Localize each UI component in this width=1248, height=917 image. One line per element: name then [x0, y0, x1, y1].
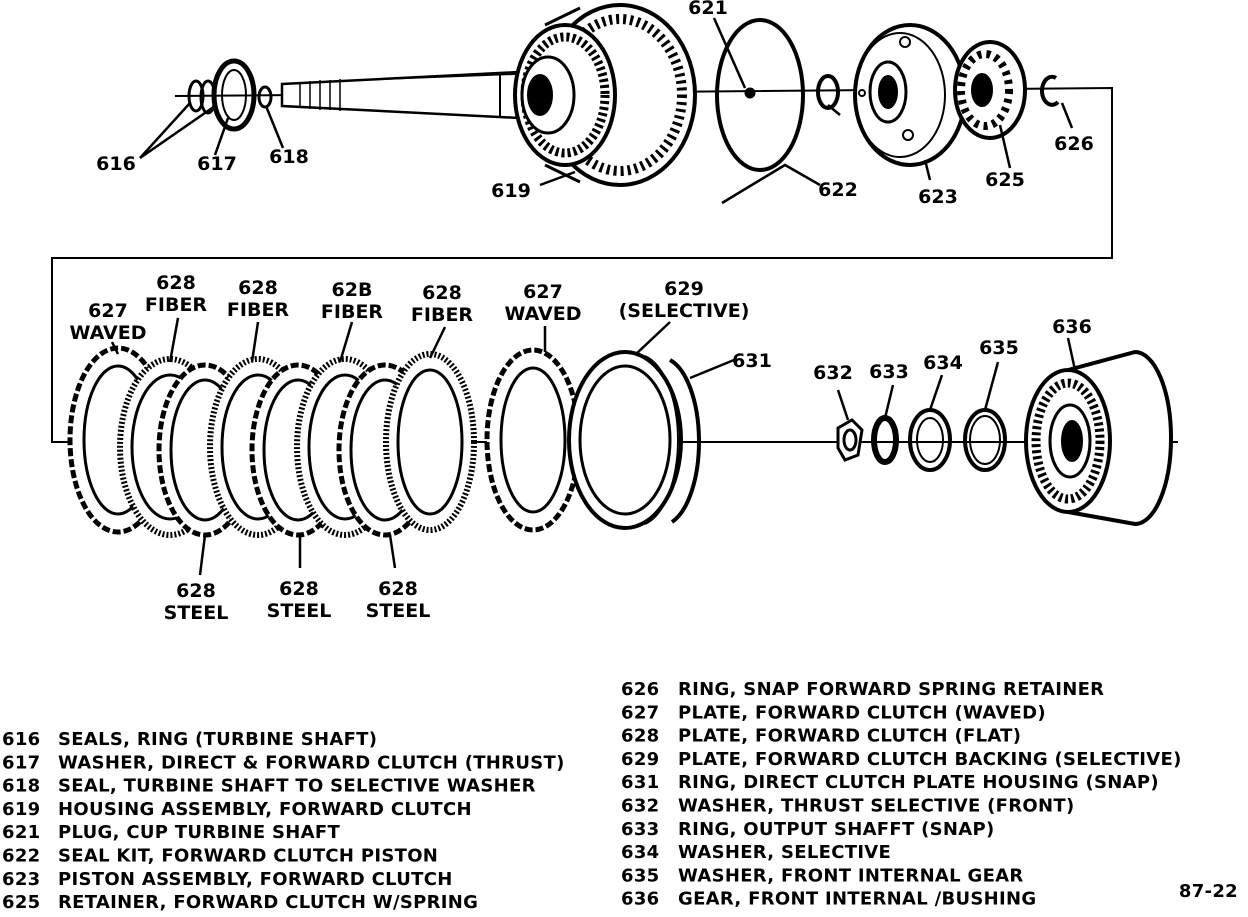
legend-number: 635 — [621, 865, 659, 886]
callout-636: 636 — [1052, 316, 1092, 338]
legend-description: SEAL, TURBINE SHAFT TO SELECTIVE WASHER — [58, 776, 536, 797]
legend-number: 629 — [621, 749, 659, 770]
callout-631: 631 — [732, 350, 772, 372]
callout-628-steel-3: 628 — [378, 578, 418, 600]
callout-628-steel-1-sub: STEEL — [164, 602, 229, 624]
callout-632: 632 — [813, 362, 853, 384]
callout-619: 619 — [491, 180, 531, 202]
callout-628-a-sub: FIBER — [145, 294, 208, 316]
legend-number: 616 — [2, 729, 40, 750]
legend-description: WASHER, FRONT INTERNAL GEAR — [678, 865, 1024, 886]
callout-628-b: 628 — [238, 277, 278, 299]
callout-628-a: 628 — [156, 272, 196, 294]
callout-623: 623 — [918, 186, 958, 208]
callout-625: 625 — [985, 169, 1025, 191]
legend-description: RING, SNAP FORWARD SPRING RETAINER — [678, 679, 1104, 700]
spring-retainer-625 — [953, 40, 1027, 140]
cup-plug-621 — [744, 87, 756, 99]
legend-description: WASHER, THRUST SELECTIVE (FRONT) — [678, 796, 1075, 817]
callout-617: 617 — [197, 153, 237, 175]
legend-number: 633 — [621, 819, 659, 840]
leader-lines-top — [139, 17, 1074, 205]
legend-number: 617 — [2, 752, 40, 773]
legend-description: PISTON ASSEMBLY, FORWARD CLUTCH — [58, 869, 453, 890]
callout-618: 618 — [269, 146, 309, 168]
legend-description: PLATE, FORWARD CLUTCH (WAVED) — [678, 702, 1046, 723]
legend-description: WASHER, SELECTIVE — [678, 842, 891, 863]
callout-616: 616 — [96, 153, 136, 175]
legend-description: GEAR, FRONT INTERNAL /BUSHING — [678, 889, 1036, 910]
callout-628-c-sub: FIBER — [321, 301, 384, 323]
legend-description: PLATE, FORWARD CLUTCH BACKING (SELECTIVE… — [678, 749, 1182, 770]
plate-627-waved-b — [484, 347, 582, 533]
seal-ring-622 — [715, 18, 805, 172]
legend-description: WASHER, DIRECT & FORWARD CLUTCH (THRUST) — [58, 752, 565, 773]
turbine-shaft — [280, 70, 522, 120]
leader-lines-bottom — [110, 317, 1077, 576]
legend-description: RING, DIRECT CLUTCH PLATE HOUSING (SNAP) — [678, 772, 1159, 793]
washer-635 — [963, 408, 1007, 472]
legend-number: 622 — [2, 846, 40, 867]
callout-635: 635 — [979, 337, 1019, 359]
legend-description: HOUSING ASSEMBLY, FORWARD CLUTCH — [58, 799, 472, 820]
seal-618 — [257, 85, 273, 109]
callout-628-d-sub: FIBER — [411, 304, 474, 326]
legend-right: 626 RING, SNAP FORWARD SPRING RETAINER 627… — [621, 679, 1182, 910]
callout-628-steel-1: 628 — [176, 580, 216, 602]
legend-number: 618 — [2, 776, 40, 797]
legend-number: 627 — [621, 702, 659, 723]
legend-number: 619 — [2, 799, 40, 820]
legend-left: 616 SEALS, RING (TURBINE SHAFT) 617 WASHER,… — [2, 729, 565, 913]
legend-number: 631 — [621, 772, 659, 793]
snap-ring-626 — [1039, 74, 1060, 107]
legend-description: RING, OUTPUT SHAFFT (SNAP) — [678, 819, 995, 840]
callout-627-b-sub: WAVED — [505, 303, 582, 325]
legend-number: 634 — [621, 842, 659, 863]
legend-description: SEAL KIT, FORWARD CLUTCH PISTON — [58, 846, 438, 867]
plate-628-fiber-d — [383, 351, 477, 533]
legend-number: 625 — [2, 892, 40, 912]
housing-619 — [513, 3, 697, 187]
thrust-washer-632 — [836, 418, 864, 462]
seal-622-small — [816, 74, 840, 110]
thrust-washer-617 — [211, 58, 257, 132]
figure-code: 87-22 — [1179, 881, 1238, 902]
legend-number: 623 — [2, 869, 40, 890]
callout-627-a: 627 — [88, 300, 128, 322]
legend-description: RETAINER, FORWARD CLUTCH W/SPRING — [58, 892, 478, 912]
callout-628-steel-2: 628 — [279, 578, 319, 600]
legend-number: 626 — [621, 679, 659, 700]
callout-627-b: 627 — [523, 281, 563, 303]
snap-ring-631 — [644, 355, 701, 525]
callout-633: 633 — [869, 361, 909, 383]
callout-628-steel-2-sub: STEEL — [267, 600, 332, 622]
callout-628-c: 62B — [332, 279, 373, 301]
legend-description: PLUG, CUP TURBINE SHAFT — [58, 822, 340, 843]
callout-629: 629 — [664, 278, 704, 300]
piston-623 — [853, 23, 967, 167]
legend-number: 632 — [621, 796, 659, 817]
legend-description: PLATE, FORWARD CLUTCH (FLAT) — [678, 726, 1021, 747]
callout-622: 622 — [818, 179, 858, 201]
legend-number: 621 — [2, 822, 40, 843]
legend-description: SEALS, RING (TURBINE SHAFT) — [58, 729, 377, 750]
callout-labels: 616 617 618 619 621 622 623 625 626 627 … — [70, 0, 1094, 624]
callout-634: 634 — [923, 352, 963, 374]
snap-ring-633 — [871, 415, 899, 465]
callout-629-sub: (SELECTIVE) — [619, 300, 750, 322]
callout-628-b-sub: FIBER — [227, 299, 290, 321]
callout-628-d: 628 — [422, 282, 462, 304]
callout-626: 626 — [1054, 133, 1094, 155]
washer-634 — [908, 408, 952, 472]
callout-621: 621 — [688, 0, 728, 19]
internal-gear-636 — [1024, 349, 1173, 527]
legend-number: 636 — [621, 889, 659, 910]
plate-629-selective — [567, 350, 683, 530]
callout-627-a-sub: WAVED — [70, 322, 147, 344]
callout-628-steel-3-sub: STEEL — [366, 600, 431, 622]
legend-number: 628 — [621, 726, 659, 747]
